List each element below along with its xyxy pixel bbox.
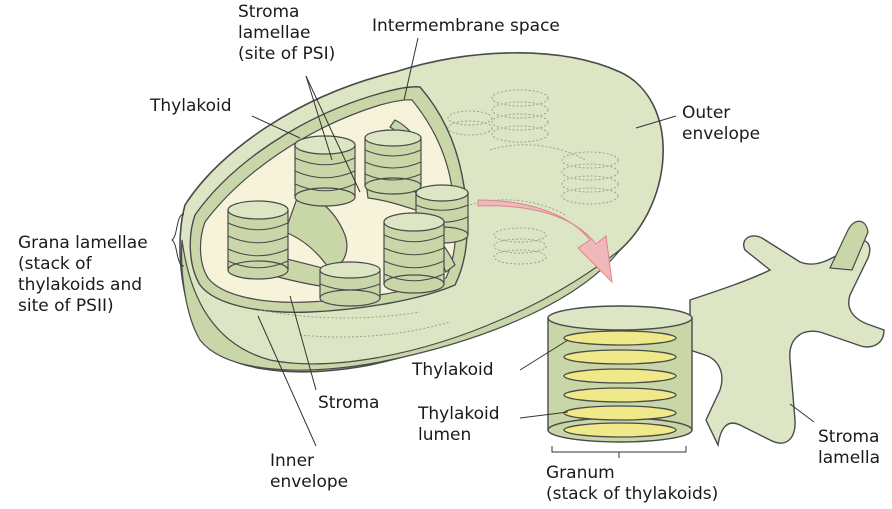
granum-detail xyxy=(548,306,692,442)
label-inner-envelope: Inner envelope xyxy=(270,451,348,493)
granum-stack xyxy=(295,136,355,206)
label-thylakoid-detail: Thylakoid xyxy=(412,360,494,381)
granum-stack xyxy=(384,213,444,293)
granum-stack xyxy=(320,262,380,306)
thylakoid-lumen-disc xyxy=(564,350,676,364)
thylakoid-lumen-disc xyxy=(564,369,676,383)
granum-stack xyxy=(228,201,288,279)
label-stroma-lamella: Stroma lamella xyxy=(818,427,880,469)
label-grana-lamellae: Grana lamellae (stack of thylakoids and … xyxy=(18,233,148,317)
thylakoid-lumen-disc xyxy=(564,423,676,437)
label-thylakoid-lumen: Thylakoid lumen xyxy=(418,404,500,446)
granum-stack xyxy=(365,130,421,194)
thylakoid-lumen-disc xyxy=(564,388,676,402)
label-granum: Granum (stack of thylakoids) xyxy=(546,463,718,505)
thylakoid-lumen-disc xyxy=(564,331,676,345)
label-outer-envelope: Outer envelope xyxy=(682,103,760,145)
thylakoid-lumen-disc xyxy=(564,406,676,420)
label-stroma-lamellae-psi: Stroma lamellae (site of PSI) xyxy=(238,2,335,65)
label-thylakoid-top: Thylakoid xyxy=(150,96,232,117)
label-intermembrane-space: Intermembrane space xyxy=(372,16,560,37)
label-stroma: Stroma xyxy=(318,393,379,414)
stroma-lamella-network xyxy=(690,236,884,445)
